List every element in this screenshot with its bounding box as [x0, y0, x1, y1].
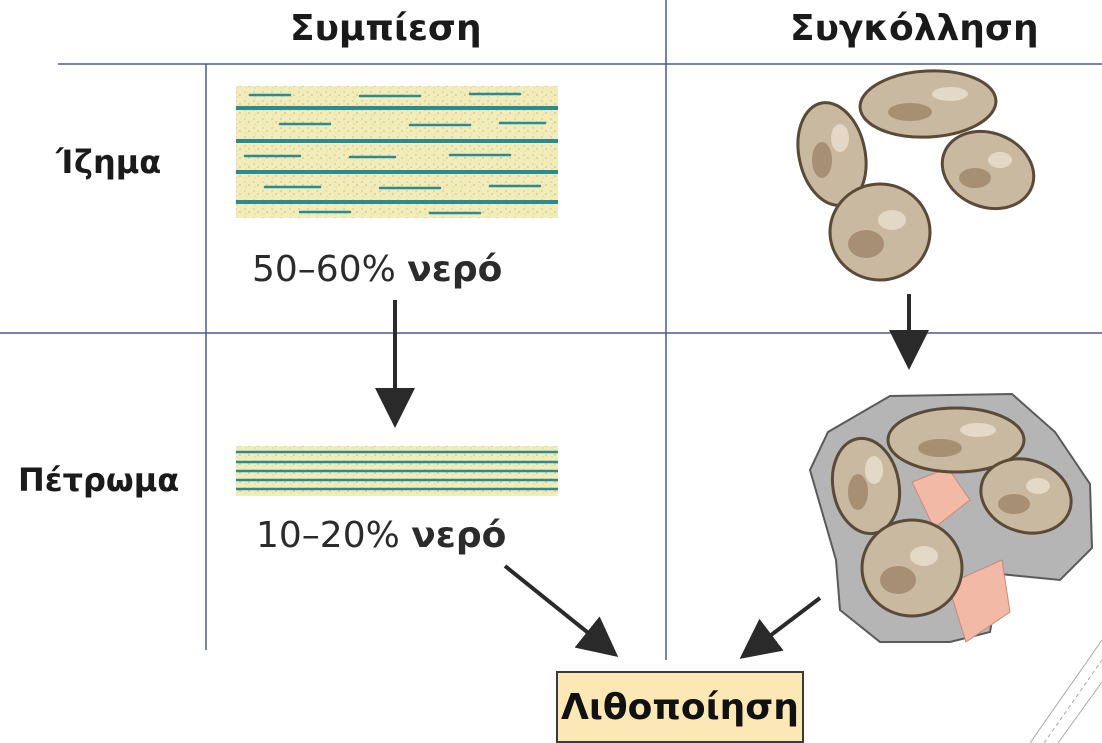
corner-decoration [1030, 640, 1102, 743]
lithification-box: Λιθοποίηση [556, 671, 804, 743]
water-percentage-sediment: 50–60% [252, 249, 396, 290]
water-percentage-rock: 10–20% [256, 515, 400, 556]
row-label-sediment: Ίζημα [56, 143, 161, 181]
compacted-layers-image [236, 446, 558, 496]
water-content-rock: 10–20% νερό [256, 515, 506, 556]
water-content-sediment: 50–60% νερό [252, 249, 502, 290]
water-unit-sediment: νερό [407, 249, 502, 290]
rock-to-lithification-arrow [505, 566, 612, 652]
sediment-layers-image [236, 86, 558, 218]
loose-grains-image [789, 67, 1046, 280]
cemented-grains-image [810, 394, 1092, 642]
water-unit-rock: νερό [411, 515, 506, 556]
lithification-label: Λιθοποίηση [561, 687, 799, 728]
column-header-cementation: Συγκόλληση [790, 8, 1039, 49]
row-label-rock: Πέτρωμα [18, 461, 179, 499]
column-header-compaction: Συμπίεση [290, 8, 482, 49]
cement-to-lithification-arrow [746, 598, 820, 654]
